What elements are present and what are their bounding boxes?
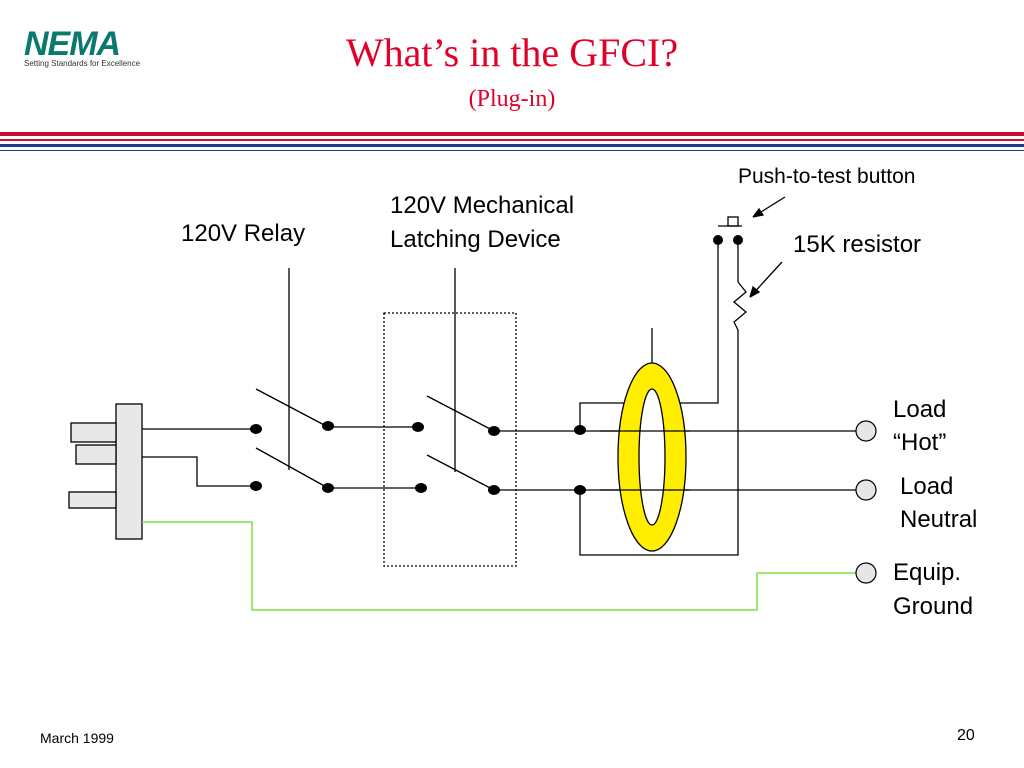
load-hot-label-line2: “Hot” bbox=[893, 429, 947, 456]
header-rule-blue-thin bbox=[0, 150, 1024, 151]
load-neutral-label-line1: Load bbox=[900, 473, 954, 500]
relay-switch-icon bbox=[255, 268, 329, 489]
push-button-icon bbox=[718, 216, 742, 227]
slide-title: What’s in the GFCI? bbox=[345, 30, 679, 75]
resistor-icon bbox=[732, 281, 748, 331]
load-neutral-label-line2: Neutral bbox=[900, 506, 978, 533]
terminal-icon bbox=[855, 562, 877, 584]
header-rule-red-thin bbox=[0, 139, 1024, 141]
terminal-icon bbox=[855, 479, 877, 501]
header-rule-blue bbox=[0, 144, 1024, 147]
ground-label-line2: Ground bbox=[893, 593, 974, 620]
logo-wordmark: NEMA bbox=[24, 25, 121, 63]
ground-wire bbox=[142, 521, 860, 611]
terminal-icon bbox=[855, 420, 877, 442]
latch-label-line2: Latching Device bbox=[390, 226, 561, 253]
nema-logo: NEMA Setting Standards for Excellence bbox=[22, 26, 152, 74]
resistor-label: 15K resistor bbox=[793, 231, 922, 258]
load-hot-label-line1: Load bbox=[893, 396, 947, 423]
latch-label-line1: 120V Mechanical bbox=[390, 192, 575, 219]
ground-label-line1: Equip. bbox=[893, 559, 962, 586]
page-number: 20 bbox=[957, 727, 975, 744]
plug-icon bbox=[68, 403, 143, 540]
push-button-label: Push-to-test button bbox=[738, 165, 916, 188]
slide-subtitle: (Plug-in) bbox=[468, 86, 556, 112]
relay-label: 120V Relay bbox=[181, 220, 306, 247]
footer-date: March 1999 bbox=[40, 730, 114, 746]
latch-switch-icon bbox=[383, 268, 517, 567]
current-sensor-ring-icon bbox=[617, 362, 687, 552]
logo-tagline: Setting Standards for Excellence bbox=[24, 59, 141, 68]
header-rule-red bbox=[0, 132, 1024, 136]
